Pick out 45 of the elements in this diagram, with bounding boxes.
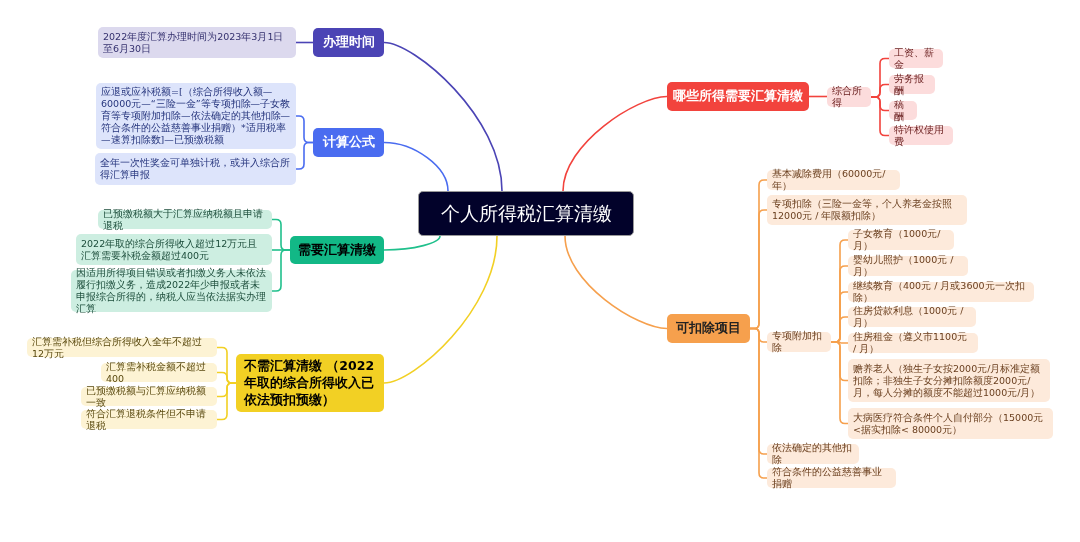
leaf-box: 住房租金（遵义市1100元 / 月） xyxy=(848,333,978,353)
leaf-box: 专项附加扣除 xyxy=(767,332,831,352)
branch-box: 办理时间 xyxy=(313,28,384,57)
connector-line xyxy=(383,41,503,192)
leaf-box: 工资、薪金 xyxy=(889,49,943,68)
leaf-box: 依法确定的其他扣除 xyxy=(767,444,859,464)
connector-line xyxy=(562,95,668,192)
branch-box: 可扣除项目 xyxy=(667,314,750,343)
connector-line xyxy=(564,235,668,330)
leaf-box: 稿酬 xyxy=(889,101,917,120)
leaf-box: 赡养老人（独生子女按2000元/月标准定额扣除；非独生子女分摊扣除额度2000元/月，每人分摊的额度不能超过1000元/月） xyxy=(848,359,1050,402)
connector-line xyxy=(383,235,441,251)
branch-box: 需要汇算清缴 xyxy=(290,236,384,264)
leaf-box: 已预缴税额与汇算应纳税额一致 xyxy=(81,387,217,406)
central-topic-box: 个人所得税汇算清缴 xyxy=(418,191,634,236)
connector-line xyxy=(749,327,768,479)
leaf-box: 特许权使用费 xyxy=(889,126,953,145)
leaf-box: 子女教育（1000元/月） xyxy=(848,230,954,250)
leaf-box: 应退或应补税额=[（综合所得收入额—60000元—“三险一金”等专项扣除—子女教育等专项附加扣除—依法确定的其他扣除—符合条件的公益慈善事业捐赠）*适用税率—速算扣除数]—已预缴税额 xyxy=(96,83,296,149)
connector-line xyxy=(830,341,849,425)
leaf-box: 婴幼儿照护（1000元 / 月） xyxy=(848,256,968,276)
leaf-box: 汇算需补税但综合所得收入全年不超过12万元 xyxy=(27,338,217,357)
leaf-box: 大病医疗符合条件个人自付部分（15000元<据实扣除< 80000元） xyxy=(848,408,1053,439)
leaf-box: 汇算需补税金额不超过400 xyxy=(101,363,217,382)
connector-line xyxy=(271,249,291,292)
leaf-box: 2022年度汇算办理时间为2023年3月1日至6月30日 xyxy=(98,27,296,58)
branch-box: 计算公式 xyxy=(313,128,384,157)
leaf-box: 符合条件的公益慈善事业捐赠 xyxy=(767,468,896,488)
branch-box: 不需汇算清缴 （2022年取的综合所得收入已依法预扣预缴） xyxy=(236,354,384,412)
leaf-box: 综合所得 xyxy=(827,87,871,107)
connector-line xyxy=(383,141,449,192)
leaf-box: 专项扣除（三险一金等，个人养老金按照12000元 / 年限额扣除） xyxy=(767,195,967,225)
leaf-box: 继续教育（400元 / 月或3600元一次扣除） xyxy=(848,282,1034,302)
leaf-box: 符合汇算退税条件但不申请退税 xyxy=(81,410,217,429)
leaf-box: 住房贷款利息（1000元 / 月） xyxy=(848,307,976,327)
connector-line xyxy=(295,141,314,170)
connector-line xyxy=(870,96,890,137)
branch-box: 哪些所得需要汇算清缴 xyxy=(667,82,809,111)
connector-line xyxy=(216,382,237,421)
leaf-box: 2022年取的综合所得收入超过12万元且汇算需要补税金额超过400元 xyxy=(76,234,272,265)
leaf-box: 已预缴税额大于汇算应纳税额且申请退税 xyxy=(98,210,272,229)
leaf-box: 基本减除费用（60000元/年） xyxy=(767,170,900,190)
connector-line xyxy=(383,235,498,384)
leaf-box: 全年一次性奖金可单独计税，或并入综合所得汇算申报 xyxy=(95,153,296,185)
leaf-box: 劳务报酬 xyxy=(889,75,935,94)
